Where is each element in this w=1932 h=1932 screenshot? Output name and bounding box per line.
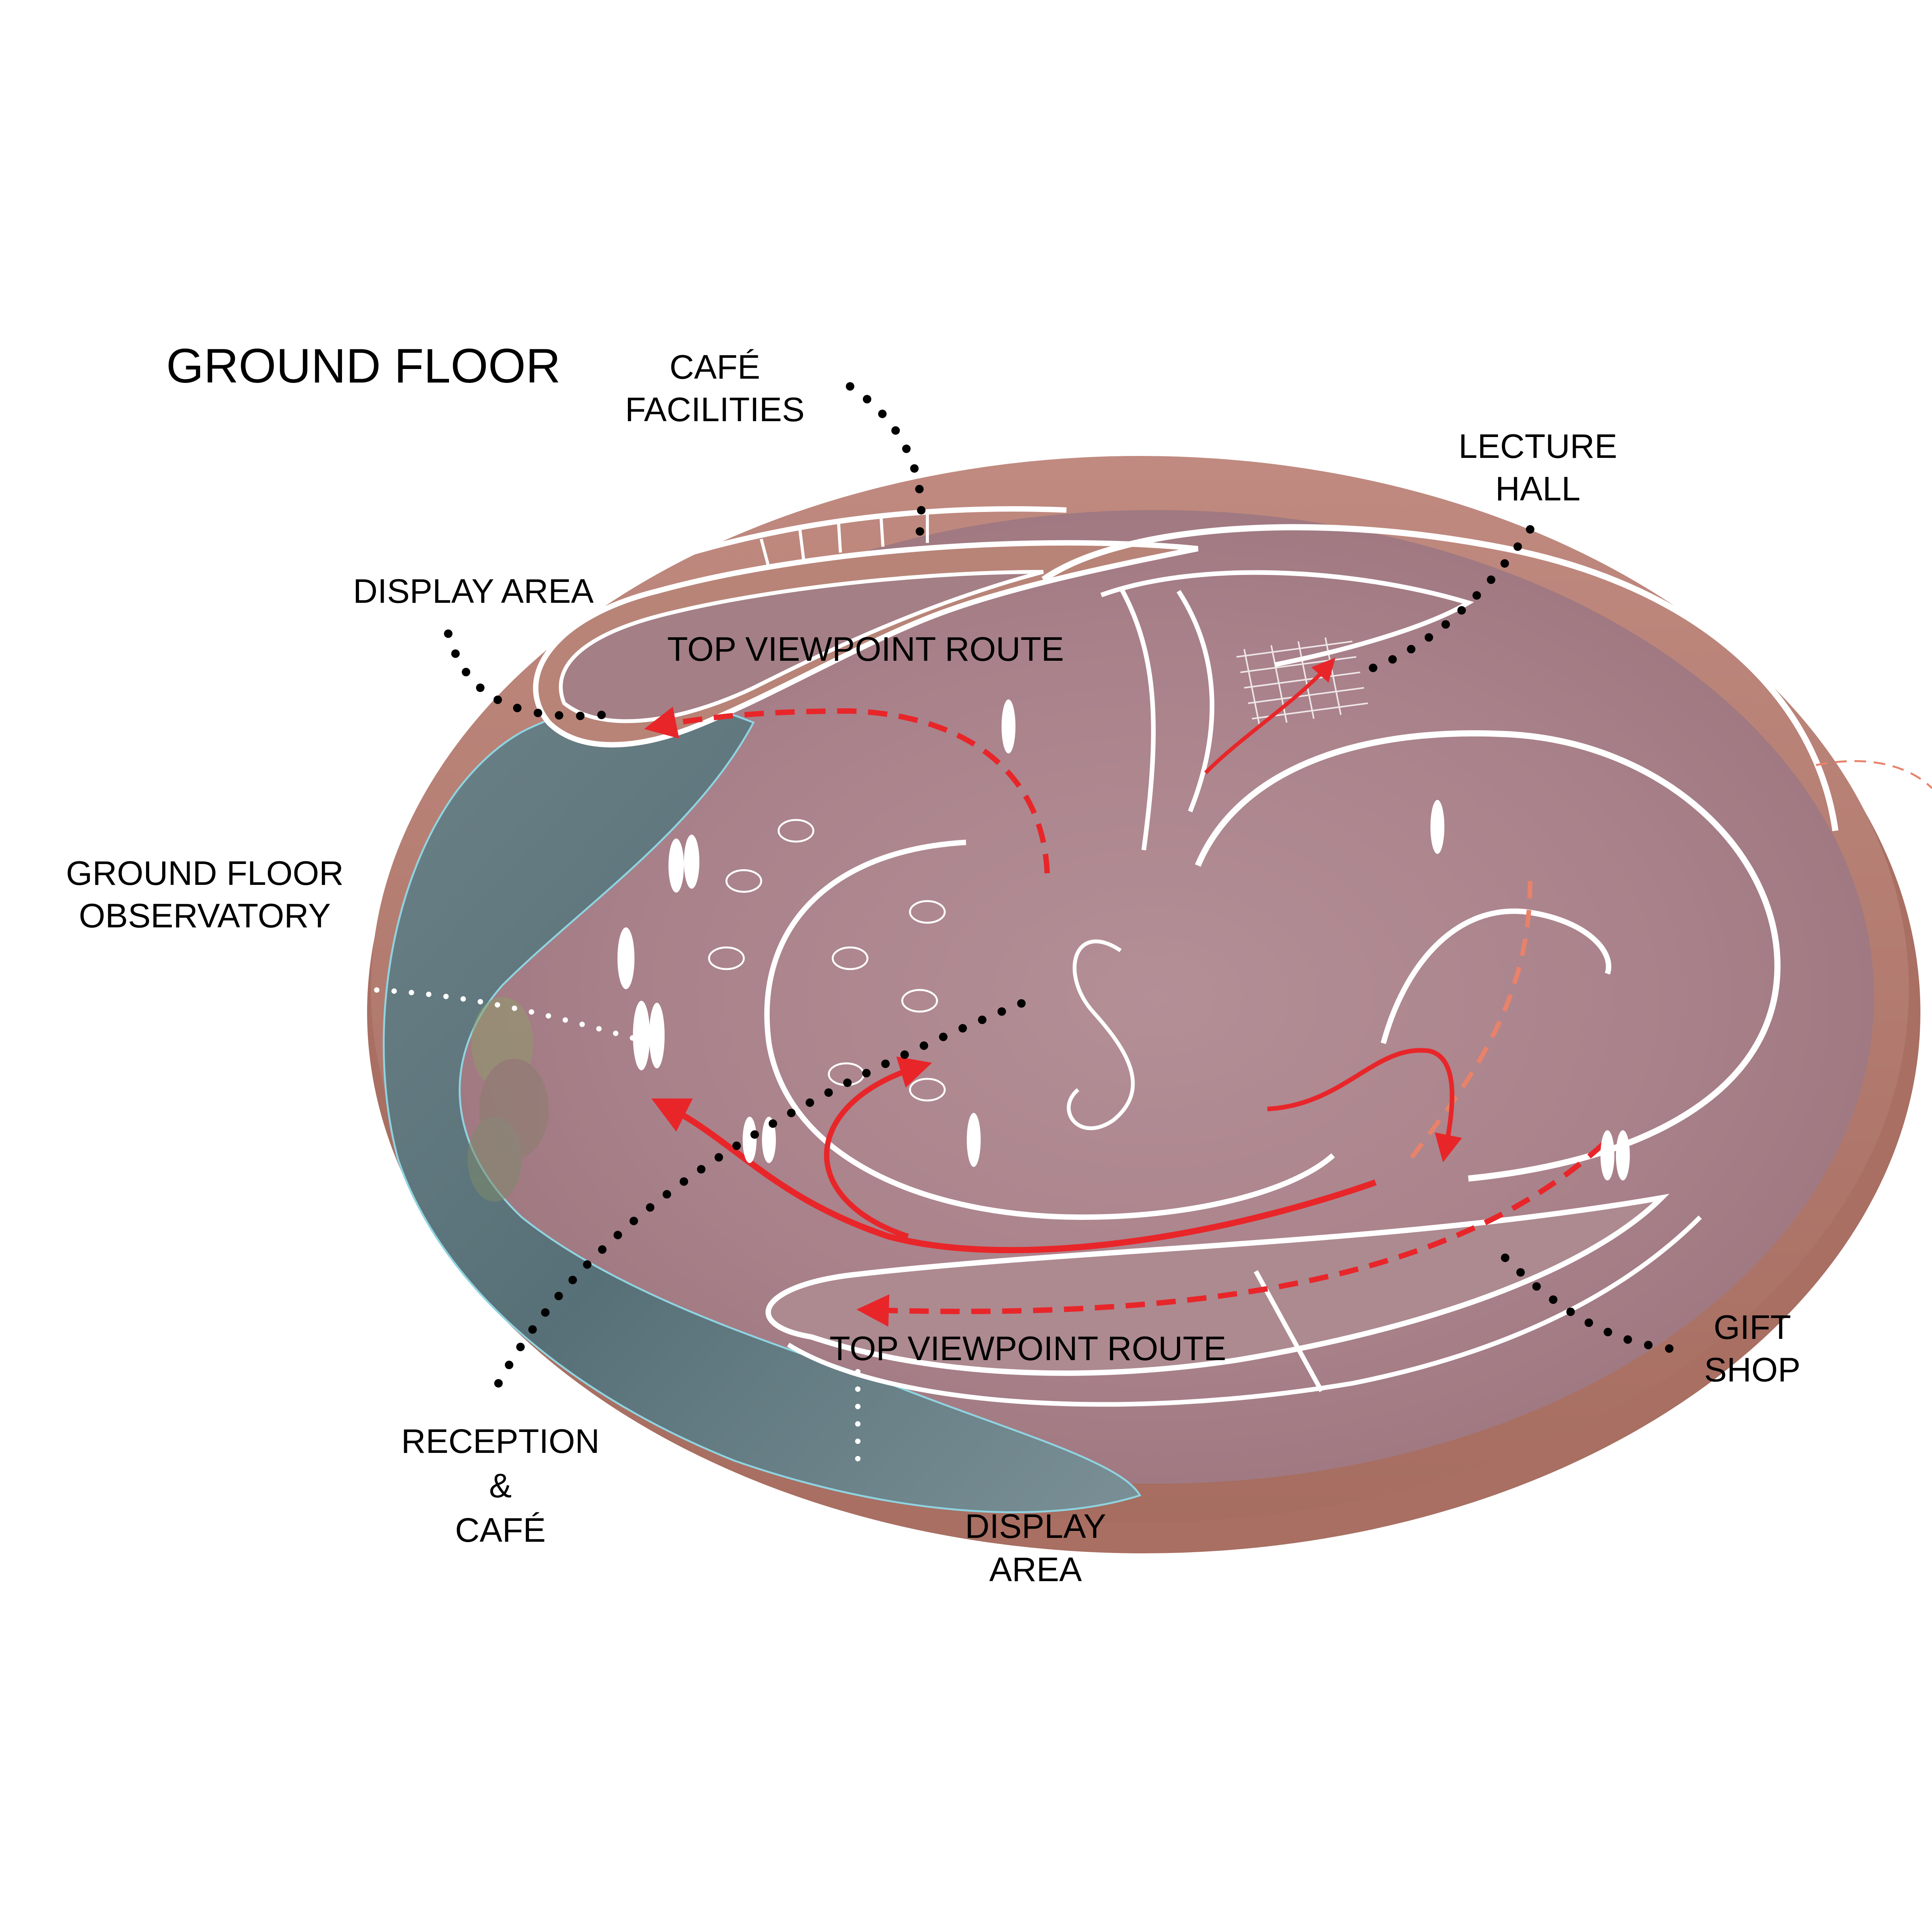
leader-reception-cafe (494, 997, 1032, 1388)
leader-display-area-top (444, 629, 607, 720)
label-top-viewpoint-route-lower: TOP VIEWPOINT ROUTE (830, 1329, 1226, 1367)
page-title: GROUND FLOOR (166, 339, 561, 393)
route-gift-hook (1267, 1048, 1462, 1163)
wall-gift-hook (1381, 908, 1612, 1044)
route-loop-solid (824, 1056, 932, 1239)
route-lecture-hall (1204, 658, 1336, 774)
leader-observatory (357, 986, 640, 1042)
leader-lecture-hall (1356, 525, 1534, 677)
lecture-hall-divider-wall (1118, 586, 1214, 850)
s-sculpture (1066, 939, 1135, 1130)
people-figures (617, 699, 1630, 1180)
display-wing-top-inner (559, 570, 1044, 723)
wall-east-loop (1195, 730, 1781, 1182)
wall-lecture-hall-outer (1041, 524, 1838, 832)
label-top-viewpoint-route-upper: TOP VIEWPOINT ROUTE (667, 630, 1064, 668)
observatory-water (383, 699, 1141, 1514)
leader-lines-white (357, 986, 861, 1463)
wall-cafe-facilities (539, 506, 1067, 613)
planting-patch (468, 997, 549, 1202)
leader-gift-shop (1495, 1248, 1673, 1353)
route-top-viewpoint-upper (644, 706, 1050, 874)
label-reception-cafe: RECEPTION&CAFÉ (401, 1422, 599, 1549)
label-display-area-top: DISPLAY AREA (353, 572, 594, 610)
leader-cafe-facilities (846, 382, 926, 537)
cafe-tables (708, 819, 946, 1102)
wall-central-oval (764, 840, 1335, 1220)
wall-lecture-hall-inner (1100, 570, 1474, 667)
lecture-hall-seating-grid (1236, 637, 1368, 727)
route-top-viewpoint-lower (856, 1141, 1605, 1327)
route-east-dashed (1408, 881, 1532, 1161)
route-main-solid (651, 1098, 1377, 1253)
leader-lines (444, 382, 1673, 1388)
display-wing-bottom-rim (787, 1215, 1702, 1407)
route-east-trail (1816, 760, 1932, 789)
cafe-facility-partitions (760, 512, 929, 569)
